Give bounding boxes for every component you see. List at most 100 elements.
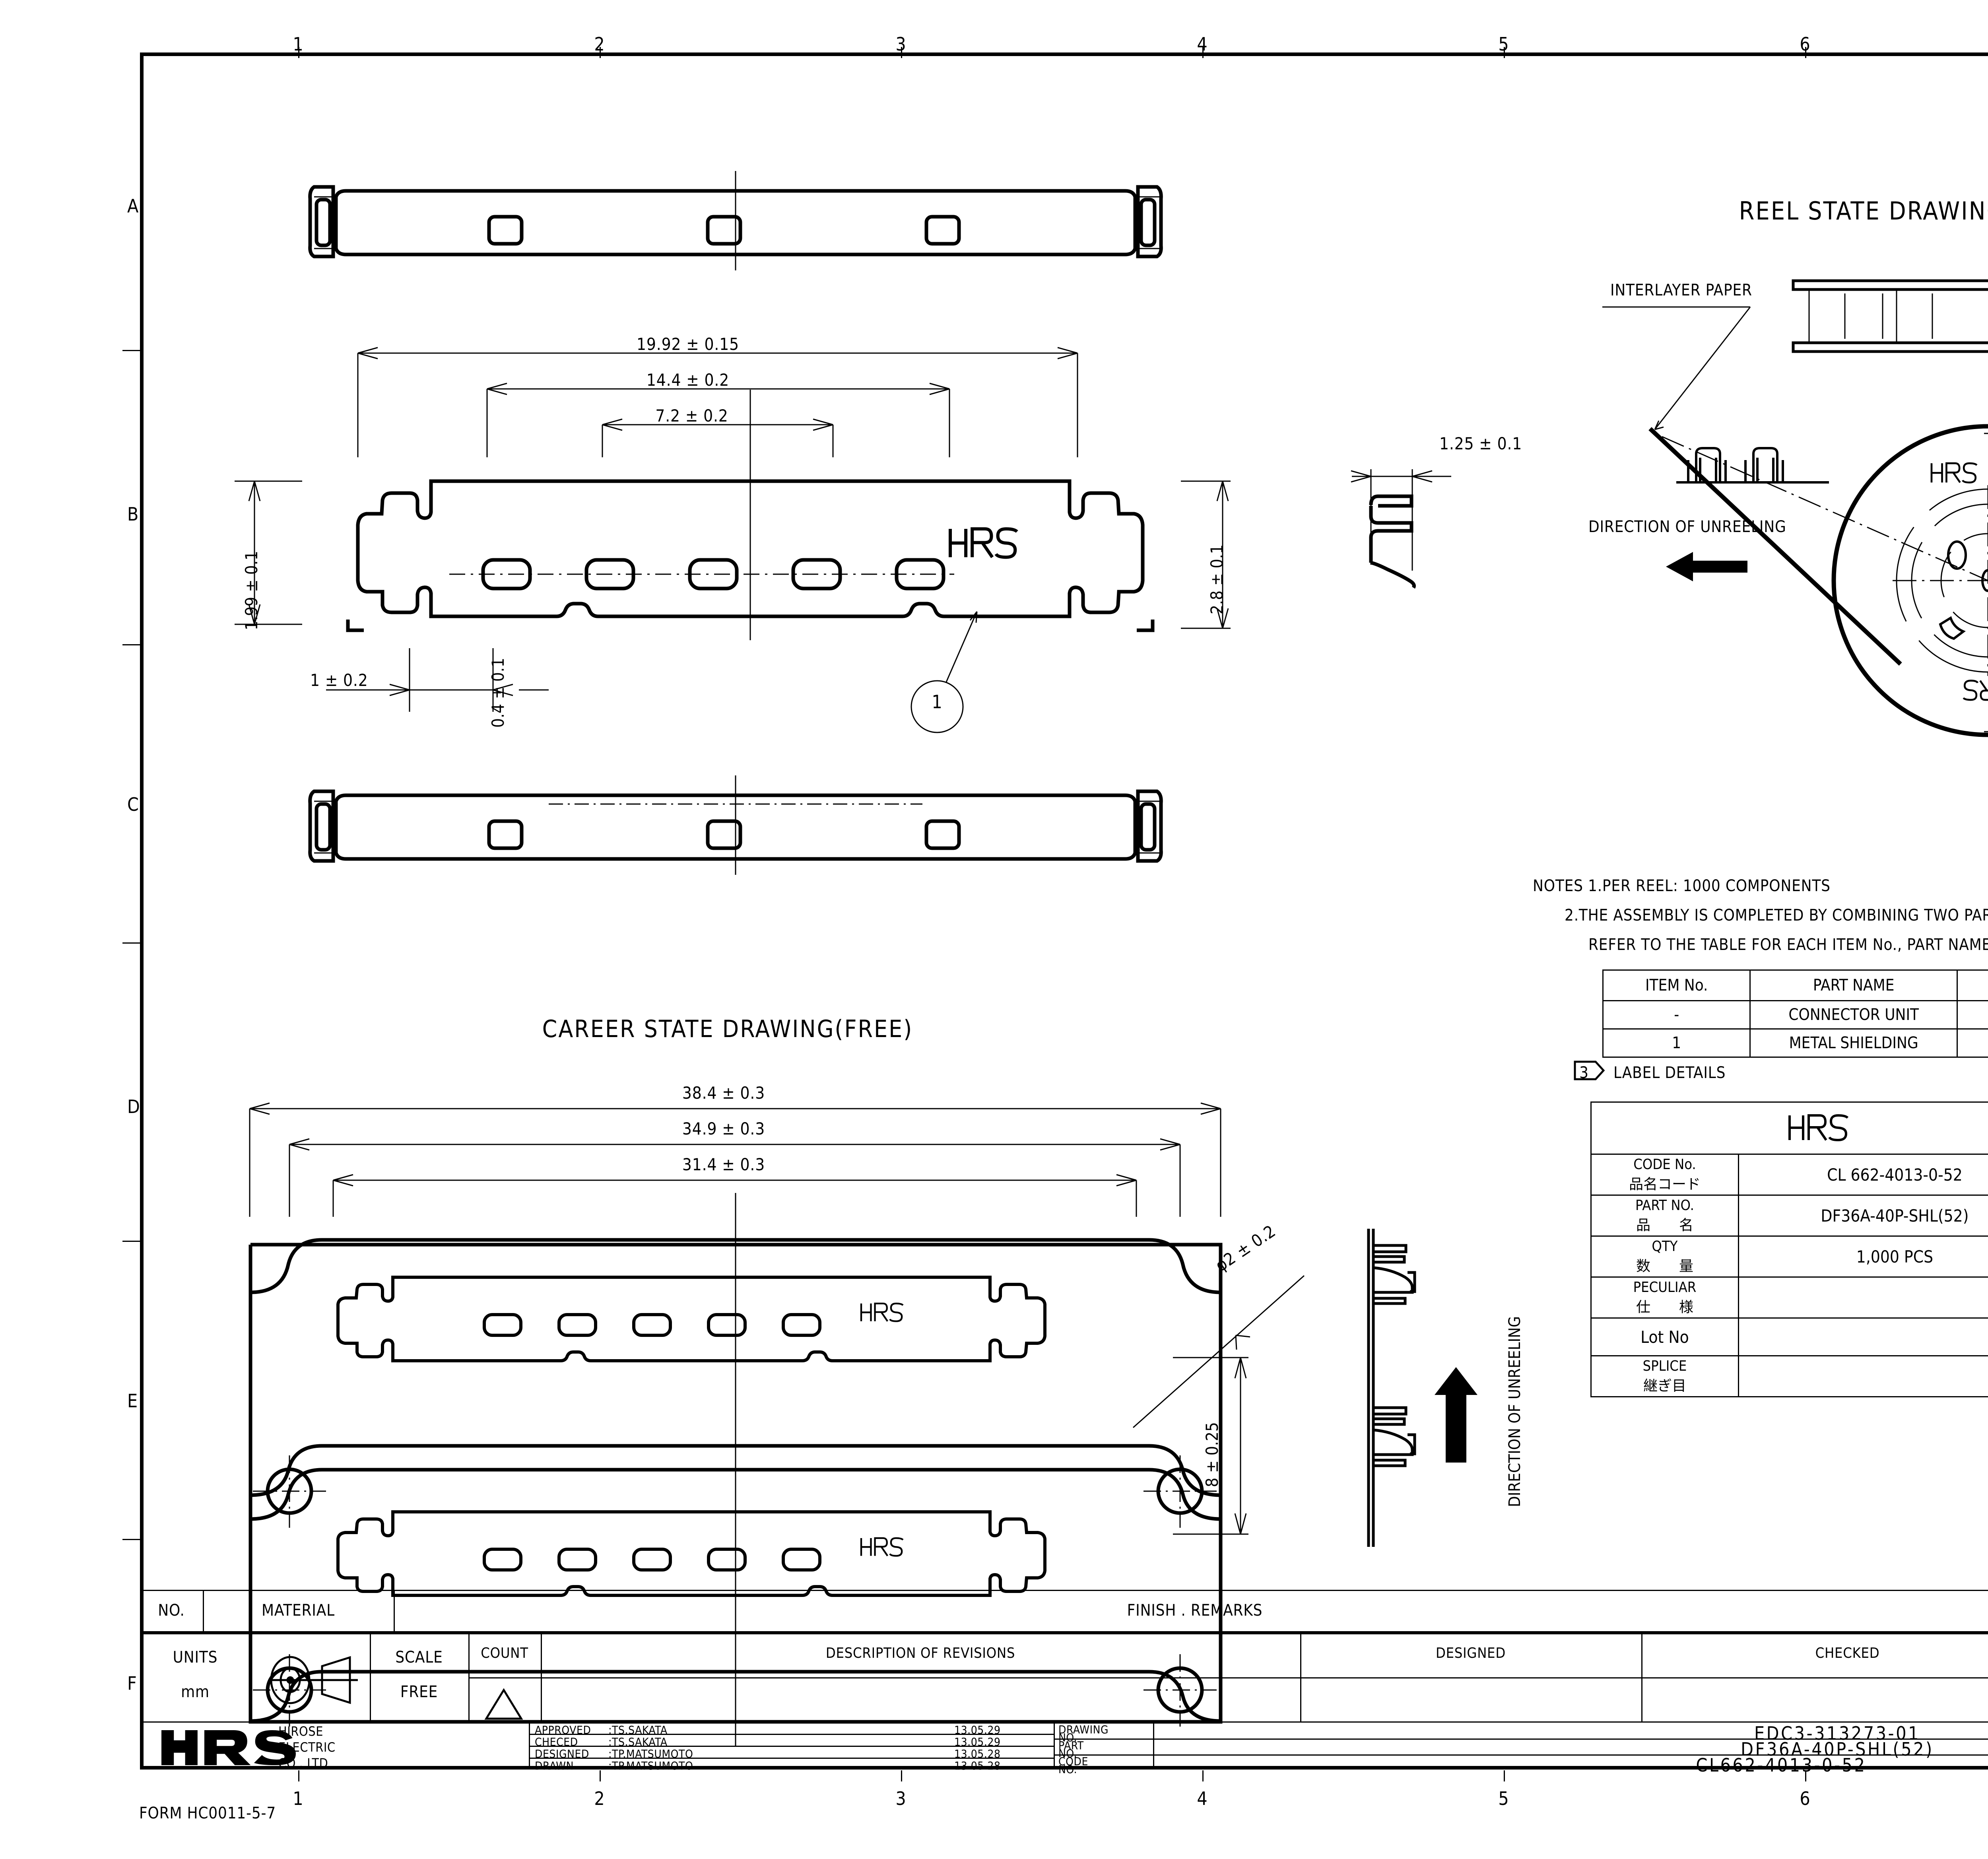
label-brand-cell bbox=[1590, 1101, 1988, 1155]
rev-divider bbox=[468, 1634, 470, 1723]
units-value: mm bbox=[181, 1683, 210, 1701]
zone-tick-top bbox=[1805, 47, 1806, 58]
table-header-row: ITEM No. PART NAME PART No. CODE No. bbox=[1602, 969, 1988, 1001]
label-value-cell bbox=[1738, 1317, 1988, 1356]
signoff-role-1: CHECED bbox=[535, 1735, 578, 1748]
code-no-label-l2: NO. bbox=[1058, 1763, 1077, 1776]
signoff-divider bbox=[529, 1758, 1054, 1759]
rev-divider bbox=[250, 1634, 252, 1723]
career-state-title: CAREER STATE DRAWING(FREE) bbox=[542, 1015, 913, 1043]
zone-tick-bottom bbox=[1805, 1770, 1806, 1781]
zone-tick-top bbox=[298, 47, 299, 58]
dim-lower-left2: 0.4 ± 0.1 bbox=[488, 658, 508, 728]
zone-tick-top bbox=[1202, 47, 1204, 58]
dim-right-height: 2.8 ± 0.1 bbox=[1207, 544, 1227, 614]
revision-th-description: DESCRIPTION OF REVISIONS bbox=[825, 1645, 1015, 1661]
zone-row-a-left: A bbox=[127, 195, 139, 217]
zone-tick-top bbox=[600, 47, 601, 58]
revision-th-count: COUNT bbox=[481, 1645, 528, 1661]
signoff-divider bbox=[529, 1746, 1054, 1747]
label-key-en: PECULIAR bbox=[1633, 1279, 1697, 1296]
carrier-dimension-stack bbox=[249, 1102, 1221, 1217]
zone-col-2-top: 2 bbox=[594, 33, 605, 55]
table-row: Lot No bbox=[1590, 1317, 1988, 1356]
zone-row-f-left: F bbox=[127, 1673, 137, 1694]
reel-front-view bbox=[1662, 424, 1988, 737]
label-details-callout-icon bbox=[1574, 1061, 1605, 1080]
label-key-jp: 数 量 bbox=[1636, 1258, 1693, 1274]
rev-divider bbox=[370, 1634, 371, 1723]
zone-col-4-top: 4 bbox=[1197, 33, 1208, 55]
zone-col-3-bottom: 3 bbox=[895, 1788, 907, 1809]
notes-line-2: 2.THE ASSEMBLY IS COMPLETED BY COMBINING… bbox=[1565, 906, 1988, 925]
signoff-divider bbox=[529, 1734, 1054, 1735]
shield-bottom-view bbox=[308, 775, 1163, 875]
rev-divider bbox=[541, 1634, 542, 1723]
zone-col-5-top: 5 bbox=[1498, 33, 1509, 55]
shield-front-view bbox=[346, 390, 1155, 640]
label-key-cell: Lot No bbox=[1590, 1317, 1739, 1356]
signoff-date-1: 13.05.29 bbox=[954, 1735, 1001, 1748]
carrier-side-view bbox=[1367, 1229, 1416, 1547]
table-row: - CONNECTOR UNIT DF36-40P-0.4SD(55) CL66… bbox=[1602, 1000, 1988, 1030]
company-line-3: CO., LTD. bbox=[278, 1756, 332, 1771]
label-key-cell: QTY 数 量 bbox=[1590, 1235, 1739, 1278]
hole-diameter-leader bbox=[1133, 1275, 1305, 1428]
label-key-en: PART NO. bbox=[1635, 1197, 1694, 1214]
zone-row-d-left: D bbox=[127, 1096, 140, 1117]
dim-right-height-graphics bbox=[1181, 480, 1231, 629]
zone-row-e-left: E bbox=[127, 1390, 138, 1412]
part-no-label-l2: NO. bbox=[1058, 1747, 1077, 1760]
units-label: UNITS bbox=[173, 1648, 218, 1667]
zone-row-c-left: C bbox=[127, 794, 139, 815]
dim-top-third: 7.2 ± 0.2 bbox=[655, 406, 728, 425]
label-details-callout-text: LABEL DETAILS bbox=[1613, 1064, 1726, 1082]
form-code: FORM HC0011-5-7 bbox=[139, 1804, 276, 1822]
rev-divider bbox=[1641, 1634, 1642, 1723]
signoff-date-2: 13.05.28 bbox=[954, 1747, 1001, 1760]
unreel-label-horizontal: DIRECTION OF UNREELING bbox=[1588, 518, 1786, 536]
drawing-no-value: EDC3-313273-01 bbox=[1754, 1723, 1921, 1744]
part-no-value: DF36A-40P-SHL(52) bbox=[1741, 1739, 1934, 1760]
dim-pitch-vertical-graphics bbox=[1173, 1357, 1248, 1535]
material-hdr-divider bbox=[203, 1590, 204, 1634]
dim-top-overall: 19.92 ± 0.15 bbox=[637, 334, 739, 354]
zone-tick-bottom bbox=[1202, 1770, 1204, 1781]
signoff-role-3: DRAWN bbox=[535, 1759, 574, 1772]
scale-label: SCALE bbox=[395, 1648, 443, 1667]
signoff-date-0: 13.05.29 bbox=[954, 1723, 1001, 1737]
table-row: CODE No. 品名コード CL 662-4013-0-52 bbox=[1590, 1154, 1988, 1196]
label-key-cell: SPLICE 継ぎ目 bbox=[1590, 1355, 1739, 1397]
parts-cell-item: - bbox=[1602, 1000, 1751, 1030]
company-line-1: HIROSE bbox=[278, 1724, 324, 1739]
shield-side-section-view bbox=[1351, 469, 1451, 589]
table-row: 1 METAL SHIELDING DF36A-40P-SHL(52) CL66… bbox=[1602, 1028, 1988, 1058]
dim-carrier-third: 31.4 ± 0.3 bbox=[682, 1155, 765, 1174]
zone-tick-bottom bbox=[600, 1770, 601, 1781]
table-row: PART NO. 品 名 DF36A-40P-SHL(52) bbox=[1590, 1195, 1988, 1237]
drawingno-divider bbox=[1054, 1754, 1988, 1756]
dim-lower-left-graphics bbox=[326, 648, 549, 712]
item-balloon-number: 1 bbox=[932, 691, 943, 713]
zone-col-6-bottom: 6 bbox=[1800, 1788, 1811, 1809]
dim-top-second: 14.4 ± 0.2 bbox=[646, 370, 730, 390]
signoff-name-2: :TP.MATSUMOTO bbox=[608, 1747, 693, 1760]
parts-cell-item: 1 bbox=[1602, 1028, 1751, 1058]
label-value-cell: 1,000 PCS bbox=[1738, 1235, 1988, 1278]
revision-th-checked: CHECKED bbox=[1815, 1645, 1880, 1661]
unreel-arrow-up-icon bbox=[1435, 1367, 1477, 1463]
zone-col-2-bottom: 2 bbox=[594, 1788, 605, 1809]
signoff-name-3: :TP.MATSUMOTO bbox=[608, 1759, 693, 1772]
zone-tick-left bbox=[122, 644, 142, 645]
drawingno-divider bbox=[1054, 1739, 1988, 1740]
interlayer-paper-label: INTERLAYER PAPER bbox=[1610, 281, 1752, 299]
parts-th-name: PART NAME bbox=[1749, 969, 1958, 1001]
dim-side-thickness: 1.25 ± 0.1 bbox=[1439, 434, 1522, 453]
reel-side-elevation bbox=[1792, 279, 1988, 353]
signoff-role-0: APPROVED bbox=[535, 1723, 591, 1737]
parts-cell-name: METAL SHIELDING bbox=[1749, 1028, 1958, 1058]
notes-line-3: REFER TO THE TABLE FOR EACH ITEM No., PA… bbox=[1588, 936, 1988, 954]
zone-col-5-bottom: 5 bbox=[1498, 1788, 1509, 1809]
label-key-jp: 品 名 bbox=[1636, 1217, 1693, 1234]
dim-left-height: 1.99 ± 0.1 bbox=[242, 551, 261, 630]
